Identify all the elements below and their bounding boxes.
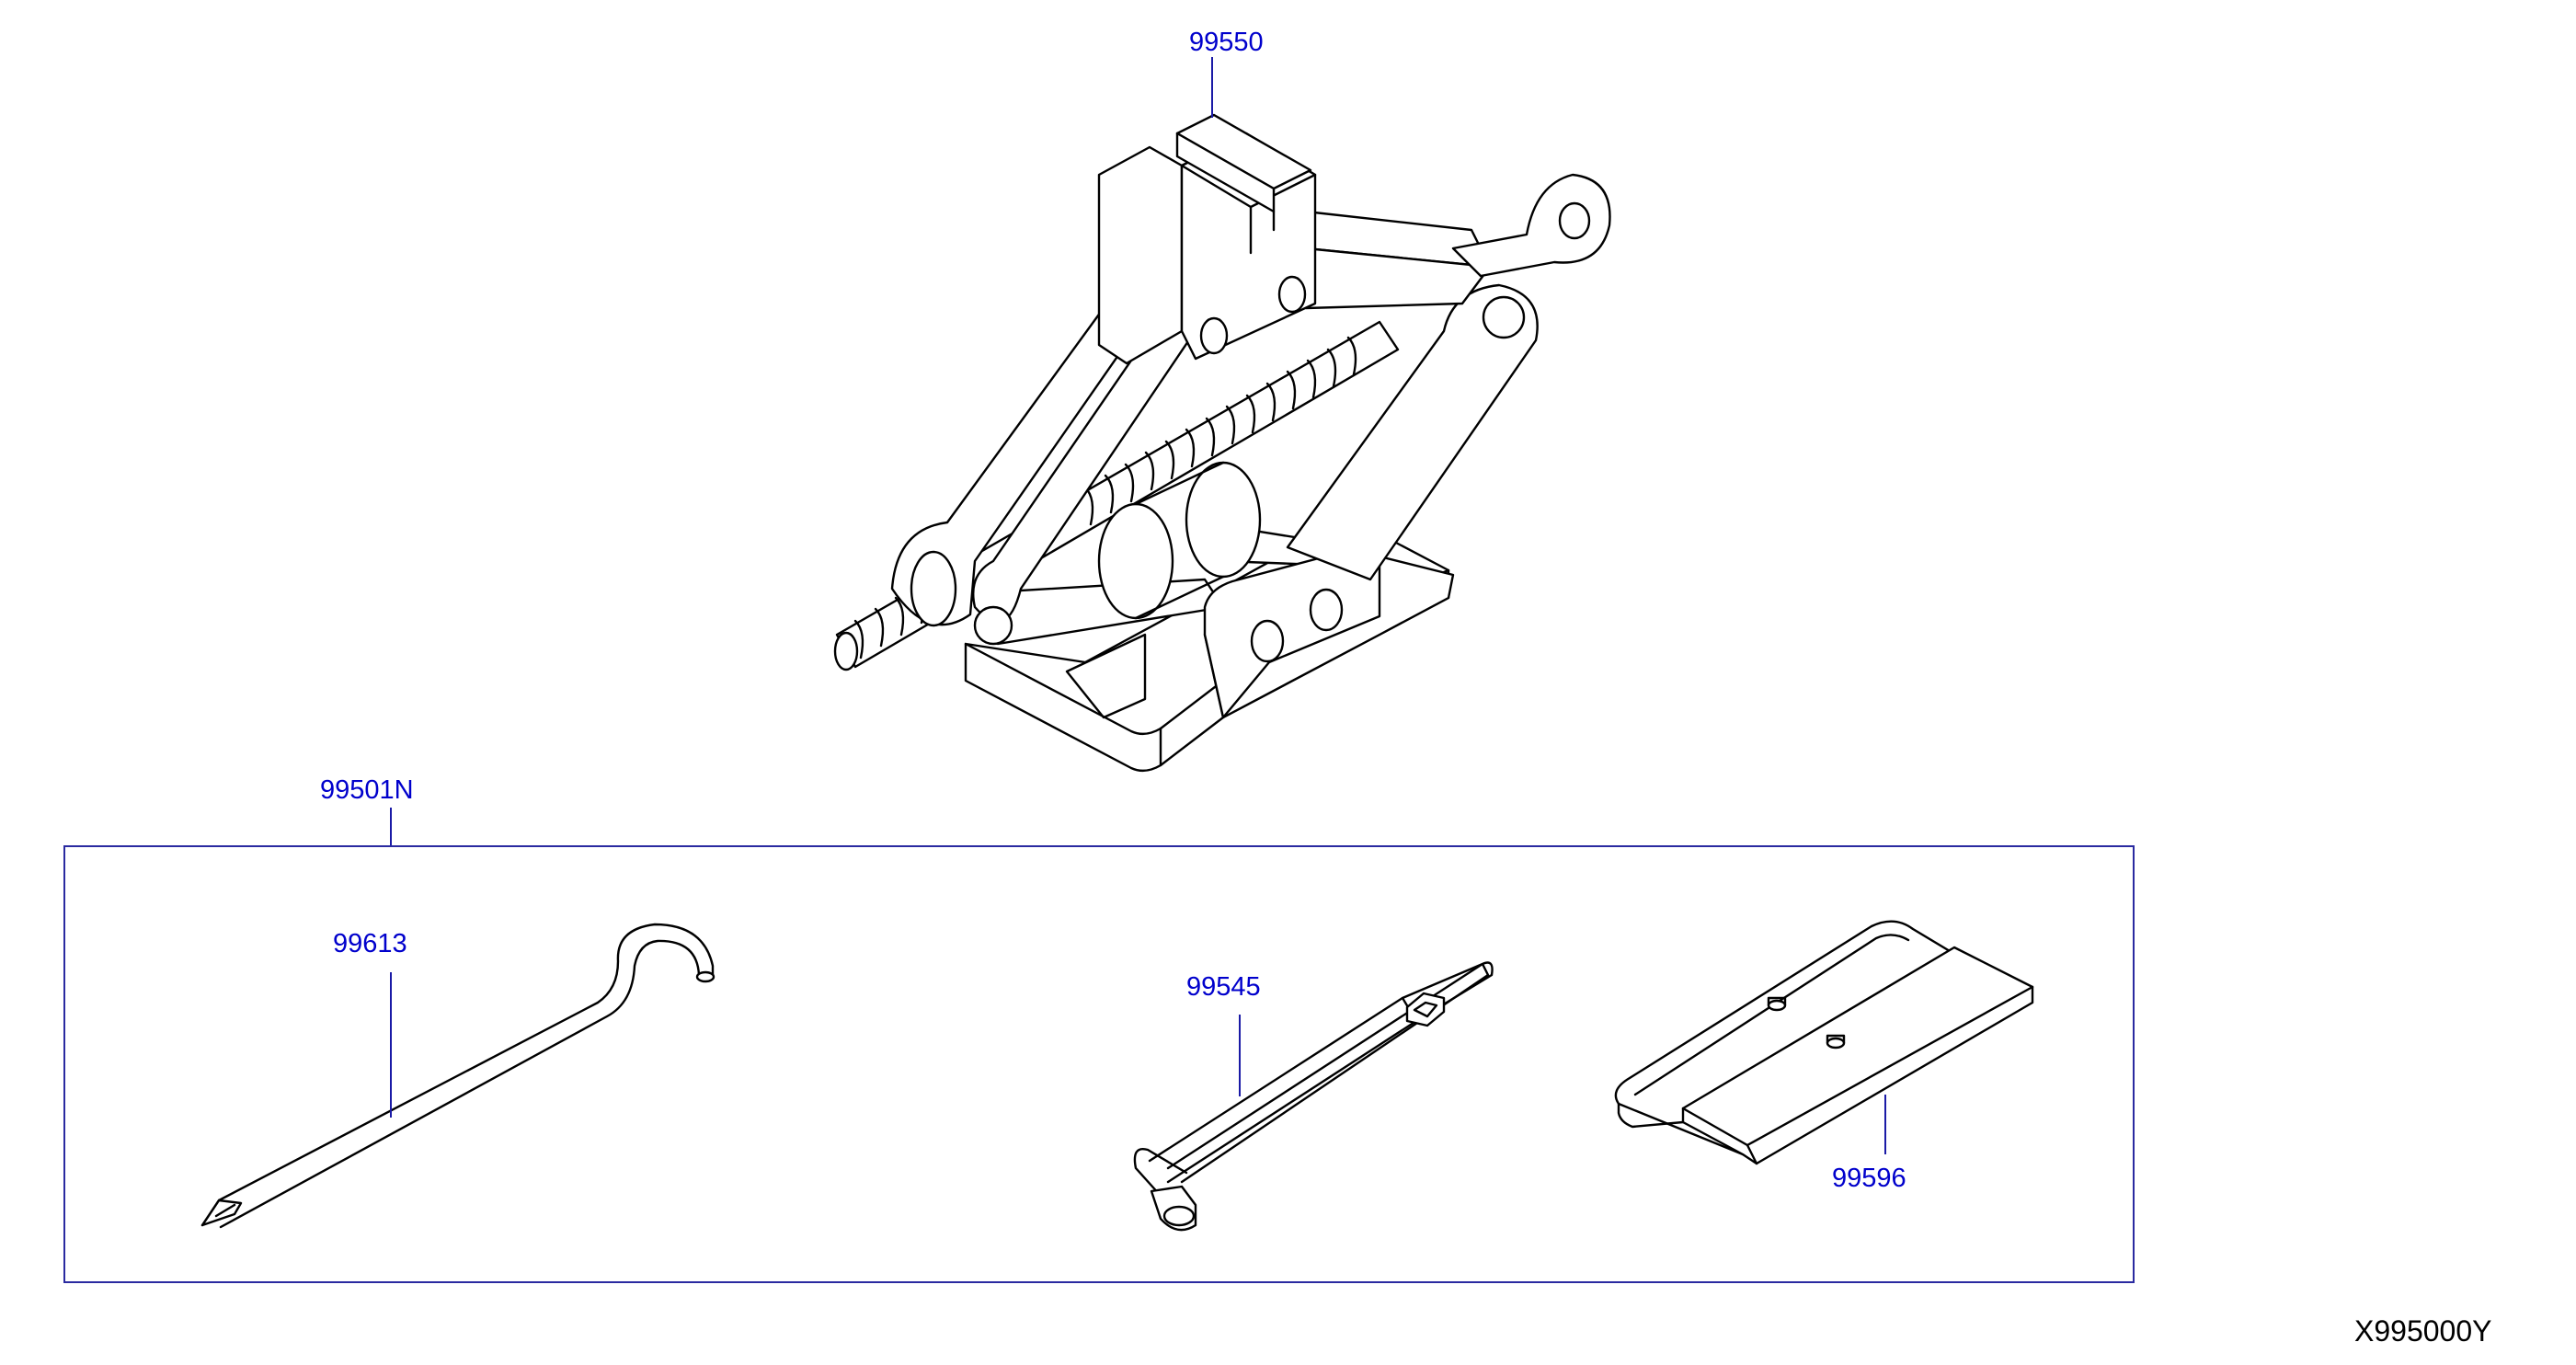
scissor-jack[interactable] xyxy=(833,113,1611,773)
jack-pivot-hole xyxy=(1309,588,1344,632)
callout-99613[interactable]: 99613 xyxy=(333,929,407,958)
callout-99545[interactable]: 99545 xyxy=(1186,972,1261,1002)
rivet xyxy=(1767,999,1787,1012)
jack-tray[interactable] xyxy=(1614,920,2034,1165)
hook-rod[interactable] xyxy=(200,923,716,1229)
callout-99501N[interactable]: 99501N xyxy=(320,775,414,805)
jack-saddle xyxy=(1097,113,1317,365)
jack-eyelet xyxy=(1451,173,1611,278)
callout-99596[interactable]: 99596 xyxy=(1832,1164,1906,1193)
rivet xyxy=(1826,1037,1846,1050)
jack-pivot-hole xyxy=(1250,619,1285,663)
callout-99550[interactable]: 99550 xyxy=(1189,28,1264,57)
wheel-wrench[interactable] xyxy=(1133,961,1494,1232)
diagram-id: X995000Y xyxy=(2354,1314,2491,1348)
jack-tray-plate xyxy=(1681,946,2034,1165)
tool-set-frame xyxy=(63,845,2135,1283)
